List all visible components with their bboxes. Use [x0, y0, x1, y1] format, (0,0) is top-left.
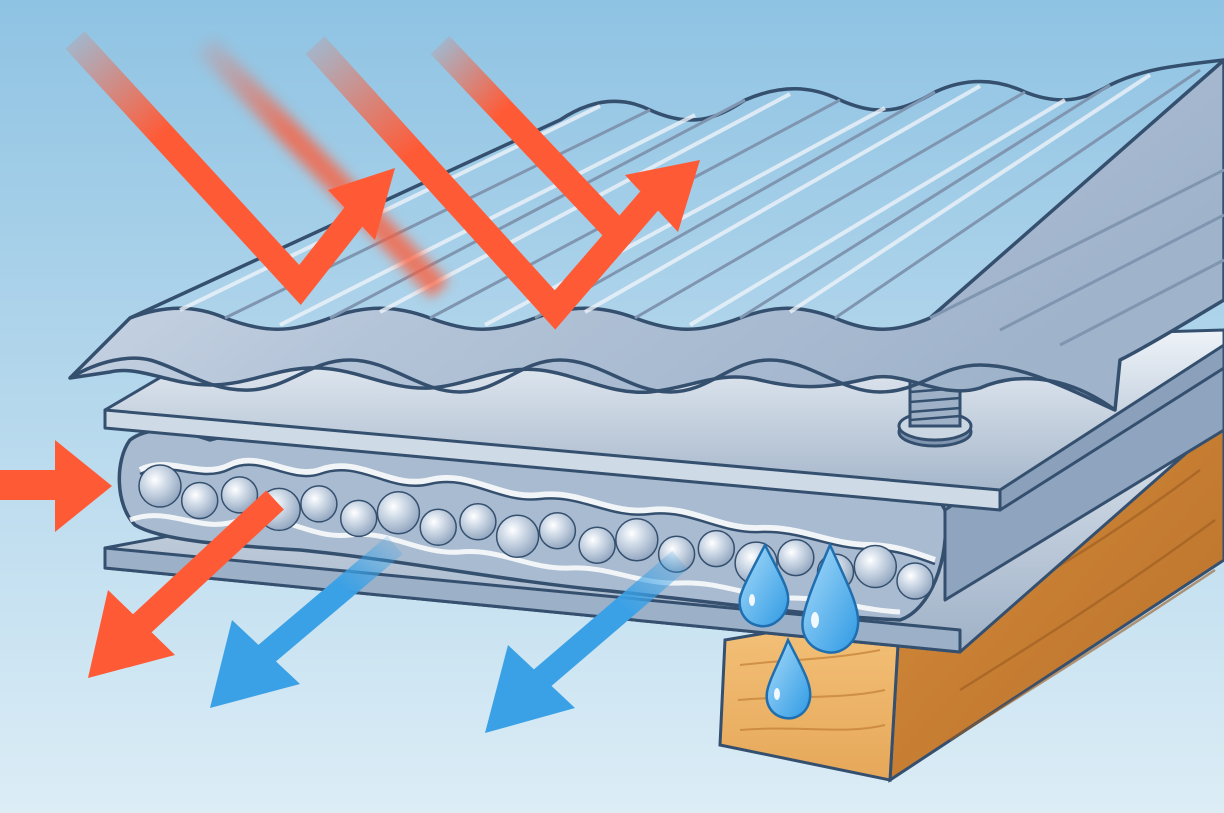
air-bubble: [697, 529, 736, 568]
arrow-heat-icon: [430, 36, 630, 244]
air-bubble: [220, 476, 259, 514]
air-bubble: [853, 544, 898, 589]
air-bubble: [376, 491, 421, 535]
arrow-heat-icon: [305, 36, 700, 330]
air-bubble: [615, 517, 659, 562]
corrugated-roof-sheet: [68, 58, 1224, 412]
condensation-drops: [738, 541, 860, 720]
arrow-heat-icon: [0, 440, 112, 532]
air-bubble: [896, 562, 934, 600]
air-bubble: [138, 464, 182, 508]
arrow-heat-icon: [196, 36, 449, 299]
air-bubble: [495, 514, 540, 559]
air-bubble: [538, 511, 577, 550]
air-bubble: [578, 526, 616, 564]
reflected-heat-rays: [65, 31, 700, 330]
air-bubble: [419, 508, 457, 547]
air-bubble: [339, 499, 378, 538]
arrow-heat-icon: [88, 490, 284, 678]
arrow-cool-icon: [210, 535, 403, 708]
arrow-cool-icon: [485, 550, 688, 733]
air-bubble: [459, 503, 497, 541]
air-bubble: [300, 485, 338, 523]
air-bubble: [777, 538, 815, 577]
air-bubble: [180, 481, 219, 520]
